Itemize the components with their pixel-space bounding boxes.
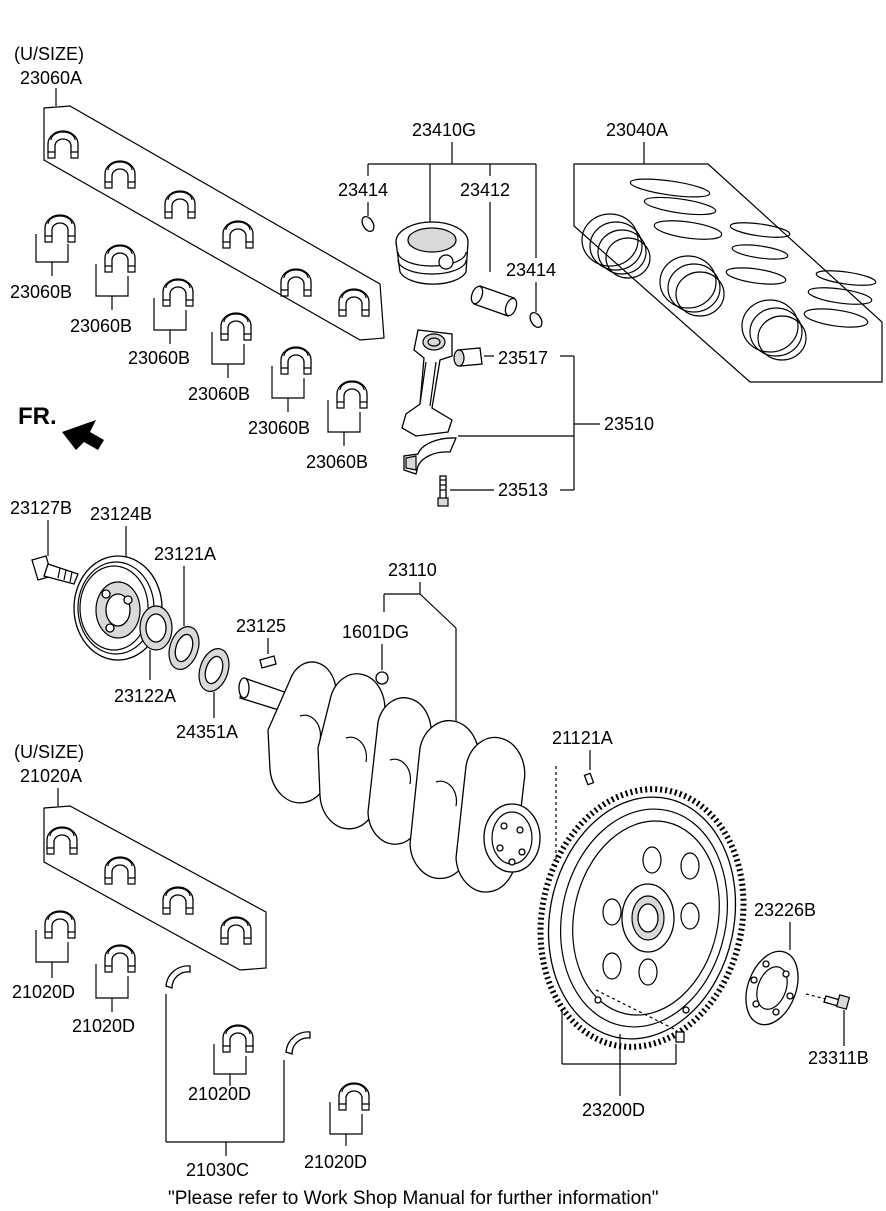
part-label-23124b: 23124B — [90, 504, 152, 524]
part-label-21020d-1: 21020D — [12, 982, 75, 1002]
piston-assembly-23410g: 23410G 23414 23412 23414 — [338, 120, 556, 329]
part-label-23410g: 23410G — [412, 120, 476, 140]
part-label-21020d-3: 21020D — [188, 1084, 251, 1104]
part-label-23060b-5: 23060B — [248, 418, 310, 438]
trigger-wheel-24351a — [198, 648, 230, 692]
bearing-23060b-3: 23060B — [128, 278, 194, 368]
part-label-23127b: 23127B — [10, 498, 72, 518]
bearing-21020d-1: 21020D — [12, 910, 76, 1002]
sensor-ring-23121a — [168, 626, 200, 670]
bearing-23060b-1: 23060B — [10, 214, 76, 302]
part-label-23414-a: 23414 — [338, 180, 388, 200]
thrust-washers-21030c: 21030C — [165, 965, 311, 1180]
front-label: FR. — [18, 403, 57, 430]
ring-group-4 — [803, 270, 877, 328]
crank-pulley-group: 23127B 23124B 23121A 23122A — [10, 498, 286, 742]
part-label-23311b: 23311B — [808, 1048, 869, 1068]
main-bearing-set-21020a: (U/SIZE) 21020A 21020D 21020D 21020D — [12, 742, 370, 1180]
part-label-21030c: 21030C — [186, 1160, 249, 1180]
part-label-23412: 23412 — [460, 180, 510, 200]
part-label-21121a: 21121A — [552, 728, 613, 748]
crankshaft-23110: 23110 1601DG — [238, 560, 541, 893]
bolt-23311b — [823, 994, 851, 1010]
part-label-21020d-4: 21020D — [304, 1152, 367, 1172]
main-bearing-set-23060a: (U/SIZE) 23060A 23060B 23060B 23060B — [10, 44, 385, 472]
front-arrow-icon — [62, 420, 104, 450]
bearing-21020d-4: 21020D — [304, 1082, 370, 1172]
bearing-23060b-5: 23060B — [248, 346, 312, 438]
part-label-23110: 23110 — [388, 560, 437, 580]
usize-label-top: (U/SIZE) — [14, 44, 84, 64]
dowel-pin-21121a — [583, 772, 595, 786]
part-label-21020a: 21020A — [20, 766, 82, 786]
part-label-23121a: 23121A — [154, 544, 216, 564]
part-label-23200d: 23200D — [582, 1100, 645, 1120]
ring-group-1 — [581, 213, 651, 279]
usize-label-bottom: (U/SIZE) — [14, 742, 84, 762]
piston — [395, 221, 469, 285]
part-label-23040a: 23040A — [606, 120, 668, 140]
crank-sprocket-23122a — [139, 605, 173, 651]
part-label-23513: 23513 — [498, 480, 548, 500]
part-label-23060b-1: 23060B — [10, 282, 72, 302]
part-label-23125: 23125 — [236, 616, 286, 636]
part-label-23060b-3: 23060B — [128, 348, 190, 368]
part-label-23414-b: 23414 — [506, 260, 556, 280]
part-label-1601dg: 1601DG — [342, 622, 409, 642]
plug-1601dg — [375, 671, 389, 685]
flywheel-bolt — [675, 1031, 685, 1043]
bearing-21020d-3: 21020D — [188, 1024, 254, 1104]
part-label-23226b: 23226B — [754, 900, 816, 920]
ring-group-3 — [725, 222, 807, 361]
part-label-23122a: 23122A — [114, 686, 176, 706]
connecting-rod — [401, 329, 453, 437]
rod-cap — [403, 437, 457, 475]
woodruff-key-23125 — [259, 655, 277, 669]
front-direction-indicator: FR. — [18, 403, 104, 450]
piston-ring-set-23040a: 23040A — [573, 120, 883, 383]
bearing-21020d-2: 21020D — [72, 944, 136, 1036]
part-label-23517: 23517 — [498, 348, 548, 368]
pulley-bolt-23127b — [31, 555, 79, 585]
part-label-23060b-4: 23060B — [188, 384, 250, 404]
ring-group-2 — [629, 178, 725, 317]
part-label-23060b-2: 23060B — [70, 316, 132, 336]
bearing-23060b-2: 23060B — [70, 244, 136, 336]
drive-plate-23200d — [537, 786, 747, 1050]
rod-bolt-23513 — [437, 475, 449, 507]
part-label-23060a: 23060A — [20, 68, 82, 88]
reinforcement-plate-23226b — [745, 950, 799, 1026]
part-label-23510: 23510 — [604, 414, 654, 434]
flywheel-assembly: 21121A 23200D 23226B — [537, 728, 869, 1120]
part-label-21020d-2: 21020D — [72, 1016, 135, 1036]
crankshaft-body — [238, 661, 541, 893]
small-end-bushing-23517 — [453, 347, 483, 367]
bearing-23060b-4: 23060B — [188, 312, 252, 404]
part-label-24351a: 24351A — [176, 722, 238, 742]
piston-pin — [470, 285, 518, 317]
footer-note: "Please refer to Work Shop Manual for fu… — [168, 1188, 658, 1209]
part-label-23060b-6: 23060B — [306, 452, 368, 472]
bearing-23060b-6: 23060B — [306, 380, 368, 472]
connecting-rod-assembly-23510: 23517 23510 23513 — [401, 329, 654, 507]
